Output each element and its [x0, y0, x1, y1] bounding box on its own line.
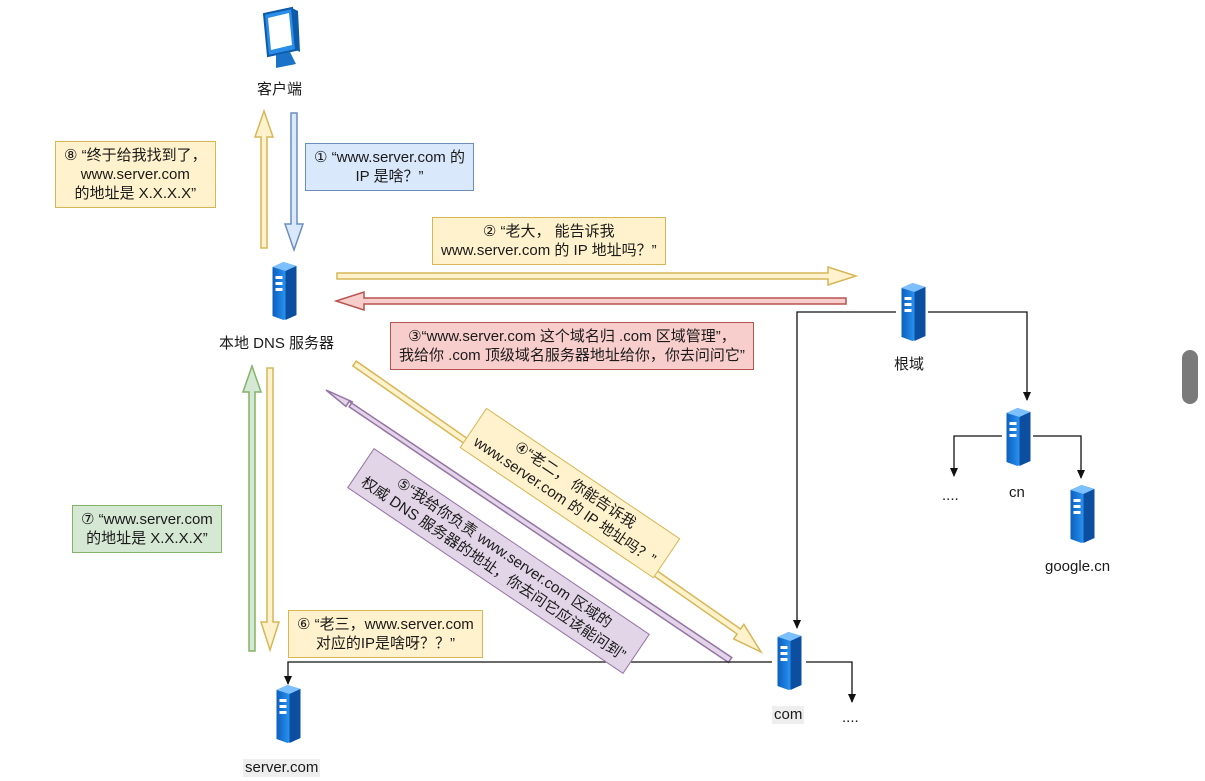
local-dns-label: 本地 DNS 服务器 — [219, 335, 335, 352]
hierarchy-com-to-server — [284, 661, 772, 685]
client-label: 客户端 — [257, 81, 303, 98]
arrow-5-com-to-local — [325, 389, 733, 664]
arrow-6-local-to-authoritative — [259, 367, 281, 653]
arrow-1-client-to-local — [283, 112, 305, 253]
google-cn-server-icon — [1070, 485, 1095, 543]
hierarchy-root-to-cn — [928, 311, 1031, 401]
monitor-icon — [262, 6, 300, 68]
arrow-8-local-to-client — [253, 108, 275, 249]
local-dns-server-icon — [272, 262, 297, 320]
server-com-server-icon — [276, 685, 301, 743]
server-com-label: server.com — [243, 759, 321, 777]
cn-label: cn — [1009, 484, 1025, 501]
arrow-7-authoritative-to-local — [241, 363, 263, 652]
cn-server-icon — [1006, 408, 1031, 466]
arrow-3-root-to-local — [333, 290, 847, 312]
hierarchy-cn-to-google — [1033, 435, 1085, 479]
com-label: com — [772, 706, 805, 724]
com-more-label: .... — [842, 709, 859, 726]
hierarchy-com-to-more — [806, 661, 856, 703]
message-3: ③“www.server.com 这个域名归 .com 区域管理”，我给你 .c… — [390, 322, 754, 370]
root-label: 根域 — [894, 356, 925, 373]
cn-more-label: .... — [942, 487, 959, 504]
hierarchy-root-to-com — [793, 311, 896, 629]
com-server-icon — [777, 632, 802, 690]
google-cn-label: google.cn — [1045, 558, 1111, 575]
hierarchy-cn-to-more — [950, 435, 1002, 477]
root-server-icon — [901, 283, 926, 341]
vertical-scrollbar-thumb[interactable] — [1182, 350, 1198, 404]
arrow-2-local-to-root — [336, 265, 859, 287]
